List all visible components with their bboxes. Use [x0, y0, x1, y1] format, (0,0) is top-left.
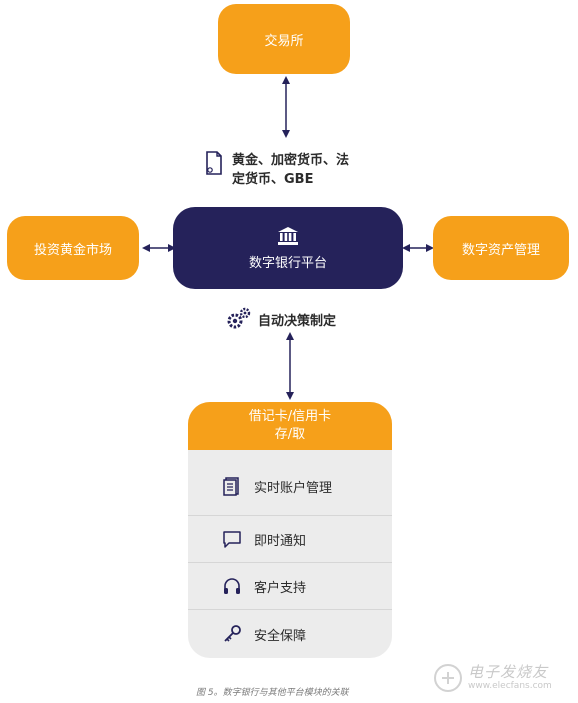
- divider: [188, 609, 392, 610]
- document-icon: [206, 151, 222, 175]
- panel-header-line2: 存/取: [274, 427, 306, 442]
- figure-caption: 图 5。数字银行与其他平台模块的关联: [196, 688, 349, 698]
- panel-header: 借记卡/信用卡 存/取: [188, 402, 392, 450]
- card-services-panel: 借记卡/信用卡 存/取 实时账户管理 即时通知 客户支持: [188, 402, 392, 658]
- assets-label-line1: 黄金、加密货币、法: [232, 153, 350, 168]
- divider: [188, 515, 392, 516]
- watermark-url: www.elecfans.com: [468, 681, 552, 691]
- list-item-customer-support: 客户支持: [188, 562, 392, 610]
- node-gold-market: 投资黄金市场: [7, 216, 139, 280]
- node-exchange-label: 交易所: [264, 33, 304, 49]
- document-icon: [223, 477, 239, 496]
- headphones-icon: [224, 578, 240, 594]
- node-asset-management: 数字资产管理: [433, 216, 569, 280]
- divider: [188, 562, 392, 563]
- list-item-security: 安全保障: [188, 610, 392, 658]
- node-gold-market-label: 投资黄金市场: [33, 242, 112, 258]
- node-platform: 数字银行平台: [173, 207, 403, 289]
- list-item-label: 即时通知: [254, 533, 307, 549]
- node-exchange: 交易所: [218, 4, 350, 74]
- gears-icon: [227, 307, 251, 329]
- list-item-label: 安全保障: [254, 628, 307, 644]
- chat-bubble-icon: [223, 531, 241, 548]
- list-item-label: 实时账户管理: [254, 480, 333, 496]
- watermark-logo: [434, 664, 462, 692]
- list-item-account-management: 实时账户管理: [188, 462, 392, 510]
- list-item-label: 客户支持: [254, 580, 307, 596]
- key-icon: [224, 625, 241, 642]
- node-platform-label: 数字银行平台: [248, 255, 327, 271]
- decision-label: 自动决策制定: [258, 314, 337, 329]
- bank-icon: [278, 226, 298, 245]
- node-asset-management-label: 数字资产管理: [461, 242, 540, 258]
- assets-label-line2: 定货币、GBE: [232, 172, 314, 187]
- watermark-text: 电子发烧友: [468, 663, 549, 681]
- panel-header-line1: 借记卡/信用卡: [248, 409, 332, 424]
- list-item-instant-notification: 即时通知: [188, 515, 392, 563]
